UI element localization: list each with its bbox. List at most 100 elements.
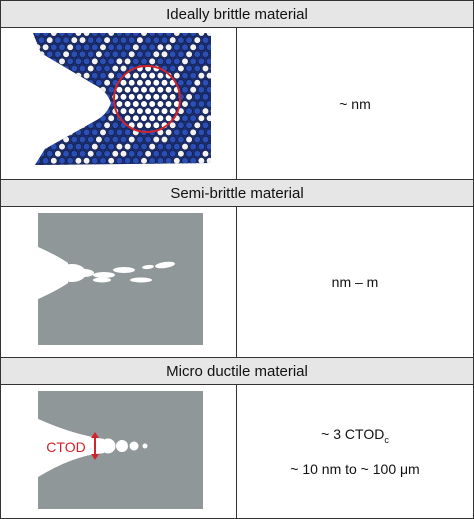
atom bbox=[156, 33, 164, 37]
atom bbox=[74, 142, 83, 151]
atom bbox=[107, 43, 115, 51]
atom bbox=[82, 114, 91, 122]
atom bbox=[42, 33, 50, 37]
atom bbox=[201, 36, 210, 44]
atom bbox=[148, 43, 156, 51]
atom bbox=[210, 150, 211, 158]
atom bbox=[91, 57, 99, 66]
atom bbox=[107, 86, 115, 94]
atom bbox=[136, 135, 144, 144]
atom bbox=[115, 33, 123, 37]
atom bbox=[197, 86, 205, 94]
atom bbox=[74, 71, 83, 80]
atom bbox=[189, 33, 197, 37]
atom bbox=[78, 164, 87, 165]
atom bbox=[128, 135, 136, 144]
atom bbox=[33, 164, 37, 165]
atom bbox=[74, 43, 83, 51]
atom bbox=[206, 57, 211, 66]
atom bbox=[33, 121, 37, 129]
atom bbox=[152, 36, 160, 44]
atom bbox=[123, 157, 132, 165]
atom bbox=[33, 64, 37, 73]
atom bbox=[78, 121, 87, 129]
atom bbox=[66, 114, 74, 122]
atom bbox=[123, 33, 132, 37]
atom bbox=[123, 142, 132, 151]
atom bbox=[169, 107, 177, 115]
atom bbox=[103, 93, 111, 101]
atom bbox=[181, 128, 189, 136]
atom bbox=[144, 93, 152, 101]
atom bbox=[103, 64, 111, 73]
atom bbox=[99, 57, 107, 66]
atom bbox=[185, 50, 193, 58]
atom bbox=[206, 33, 211, 37]
atom bbox=[22, 51, 29, 58]
atom bbox=[210, 36, 211, 44]
atom bbox=[201, 79, 210, 87]
atom bbox=[193, 93, 201, 101]
atom bbox=[54, 64, 62, 73]
atom bbox=[201, 164, 210, 165]
atom bbox=[148, 71, 156, 80]
atom bbox=[136, 93, 144, 101]
atom bbox=[177, 135, 185, 144]
atom bbox=[132, 43, 140, 51]
atom bbox=[119, 164, 128, 165]
atom bbox=[156, 86, 164, 94]
ctod-arrowhead-down bbox=[91, 454, 99, 460]
atom bbox=[185, 64, 193, 73]
atom bbox=[156, 114, 164, 122]
atom bbox=[165, 157, 173, 165]
atom bbox=[123, 114, 132, 122]
atom bbox=[160, 93, 169, 101]
atom bbox=[185, 164, 193, 165]
atom bbox=[165, 43, 173, 51]
atom bbox=[210, 135, 211, 144]
atom bbox=[197, 128, 205, 136]
atom bbox=[50, 114, 58, 122]
atom bbox=[107, 114, 115, 122]
atom bbox=[95, 64, 103, 73]
atom bbox=[132, 114, 140, 122]
atom bbox=[197, 71, 205, 80]
atom bbox=[95, 36, 103, 44]
atom bbox=[169, 164, 177, 165]
atom bbox=[140, 43, 148, 51]
atom bbox=[46, 79, 54, 87]
atom bbox=[82, 33, 91, 37]
atom bbox=[99, 71, 107, 80]
atom bbox=[87, 121, 95, 129]
atom bbox=[206, 71, 211, 80]
void-2 bbox=[116, 440, 128, 452]
atom bbox=[119, 64, 128, 73]
atom bbox=[115, 157, 123, 165]
atom bbox=[169, 93, 177, 101]
atom bbox=[206, 114, 211, 122]
atom bbox=[148, 142, 156, 151]
row3-scale-line1: ~ 3 CTODc bbox=[321, 426, 389, 445]
atom bbox=[58, 71, 66, 80]
atom bbox=[87, 107, 95, 115]
atom bbox=[181, 142, 189, 151]
atom bbox=[66, 57, 74, 66]
atom bbox=[119, 79, 128, 87]
atom bbox=[42, 157, 50, 165]
atom bbox=[181, 86, 189, 94]
atom bbox=[87, 64, 95, 73]
atom bbox=[197, 100, 205, 108]
atom bbox=[46, 36, 54, 44]
row1-title: Ideally brittle material bbox=[166, 5, 308, 23]
atom bbox=[181, 100, 189, 108]
atom bbox=[22, 165, 29, 171]
atom bbox=[95, 50, 103, 58]
atom bbox=[103, 36, 111, 44]
microcrack-2 bbox=[113, 267, 135, 273]
atom bbox=[210, 121, 211, 129]
atom bbox=[115, 100, 123, 108]
atom bbox=[160, 79, 169, 87]
atom bbox=[148, 33, 156, 37]
atom bbox=[132, 33, 140, 37]
atom bbox=[189, 43, 197, 51]
